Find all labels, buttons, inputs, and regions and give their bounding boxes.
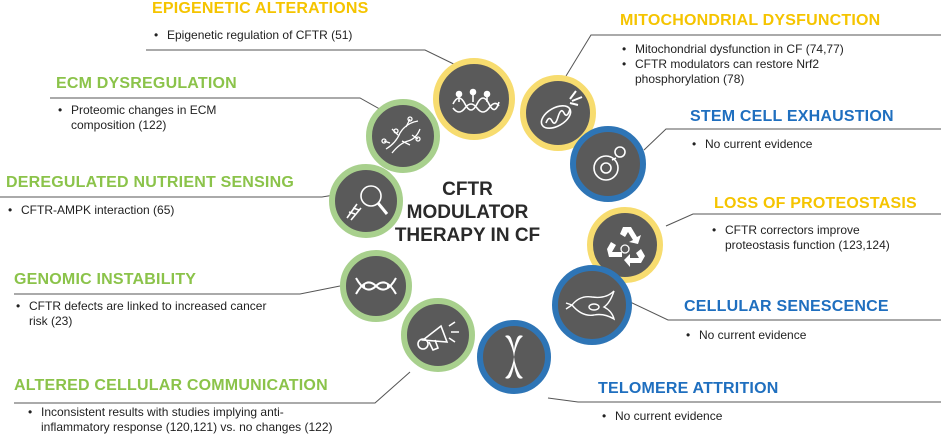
bullet-mitochondrial-1: Mitochondrial dysfunction in CF (74,77) [620,42,935,57]
connector-proteostasis [665,213,941,227]
center-title-line-2: MODULATOR [406,202,529,223]
connector-mitochondrial [565,34,941,77]
stem-cell-icon [570,126,646,202]
bullet-communication-1: Inconsistent results with studies implyi… [26,405,341,435]
bullet-senescence-1: No current evidence [684,328,919,343]
bullet-mitochondrial-2: CFTR modulators can restore Nrf2 phospho… [620,57,850,87]
heading-genomic-instability: GENOMIC INSTABILITY [14,271,197,288]
heading-epigenetic-alterations: EPIGENETIC ALTERATIONS [152,0,369,17]
megaphone-icon [401,298,475,372]
bullet-epigenetic-1: Epigenetic regulation of CFTR (51) [152,28,427,43]
heading-altered-cellular-communication: ALTERED CELLULAR COMMUNICATION [14,377,328,394]
magnifier-icon [329,164,403,238]
heading-mitochondrial-dysfunction: MITOCHONDRIAL DYSFUNCTION [620,12,881,29]
connector-senescence [625,299,941,321]
heading-cellular-senescence: CELLULAR SENESCENCE [684,298,889,315]
connector-genomic [14,285,341,295]
broken-dna-icon [340,250,412,322]
connector-telomere [547,397,941,403]
bullet-ecm-1: Proteomic changes in ECM composition (12… [56,103,246,133]
connector-stemcell [643,128,941,151]
bullet-genomic-1: CFTR defects are linked to increased can… [14,299,279,329]
dna-methylation-icon [433,58,515,140]
center-title-line-3: THERAPY IN CF [394,225,541,246]
bullet-nutrient-1: CFTR-AMPK interaction (65) [6,203,281,218]
bullet-telomere-1: No current evidence [600,409,835,424]
connector-communication [14,371,411,404]
heading-ecm-dysregulation: ECM DYSREGULATION [56,75,237,92]
bullet-proteostasis-1: CFTR correctors improve proteostasis fun… [710,223,915,253]
mitochondrion-icon [520,75,596,151]
center-title-line-1: CFTR [442,179,493,200]
connector-nutrient [0,193,341,198]
heading-deregulated-nutrient-sensing: DEREGULATED NUTRIENT SENSING [6,174,294,191]
bullet-stem-cell-1: No current evidence [690,137,925,152]
heading-loss-of-proteostasis: LOSS OF PROTEOSTASIS [714,195,917,212]
connector-ecm [50,97,386,113]
heading-stem-cell-exhaustion: STEM CELL EXHAUSTION [690,108,894,125]
fiber-network-icon [366,99,440,173]
heading-telomere-attrition: TELOMERE ATTRITION [598,380,779,397]
connector-epigenetic [146,49,467,71]
center-title: CFTR MODULATOR THERAPY IN CF [390,178,545,247]
chromosome-icon [477,320,551,394]
senescent-cell-icon [552,265,632,345]
